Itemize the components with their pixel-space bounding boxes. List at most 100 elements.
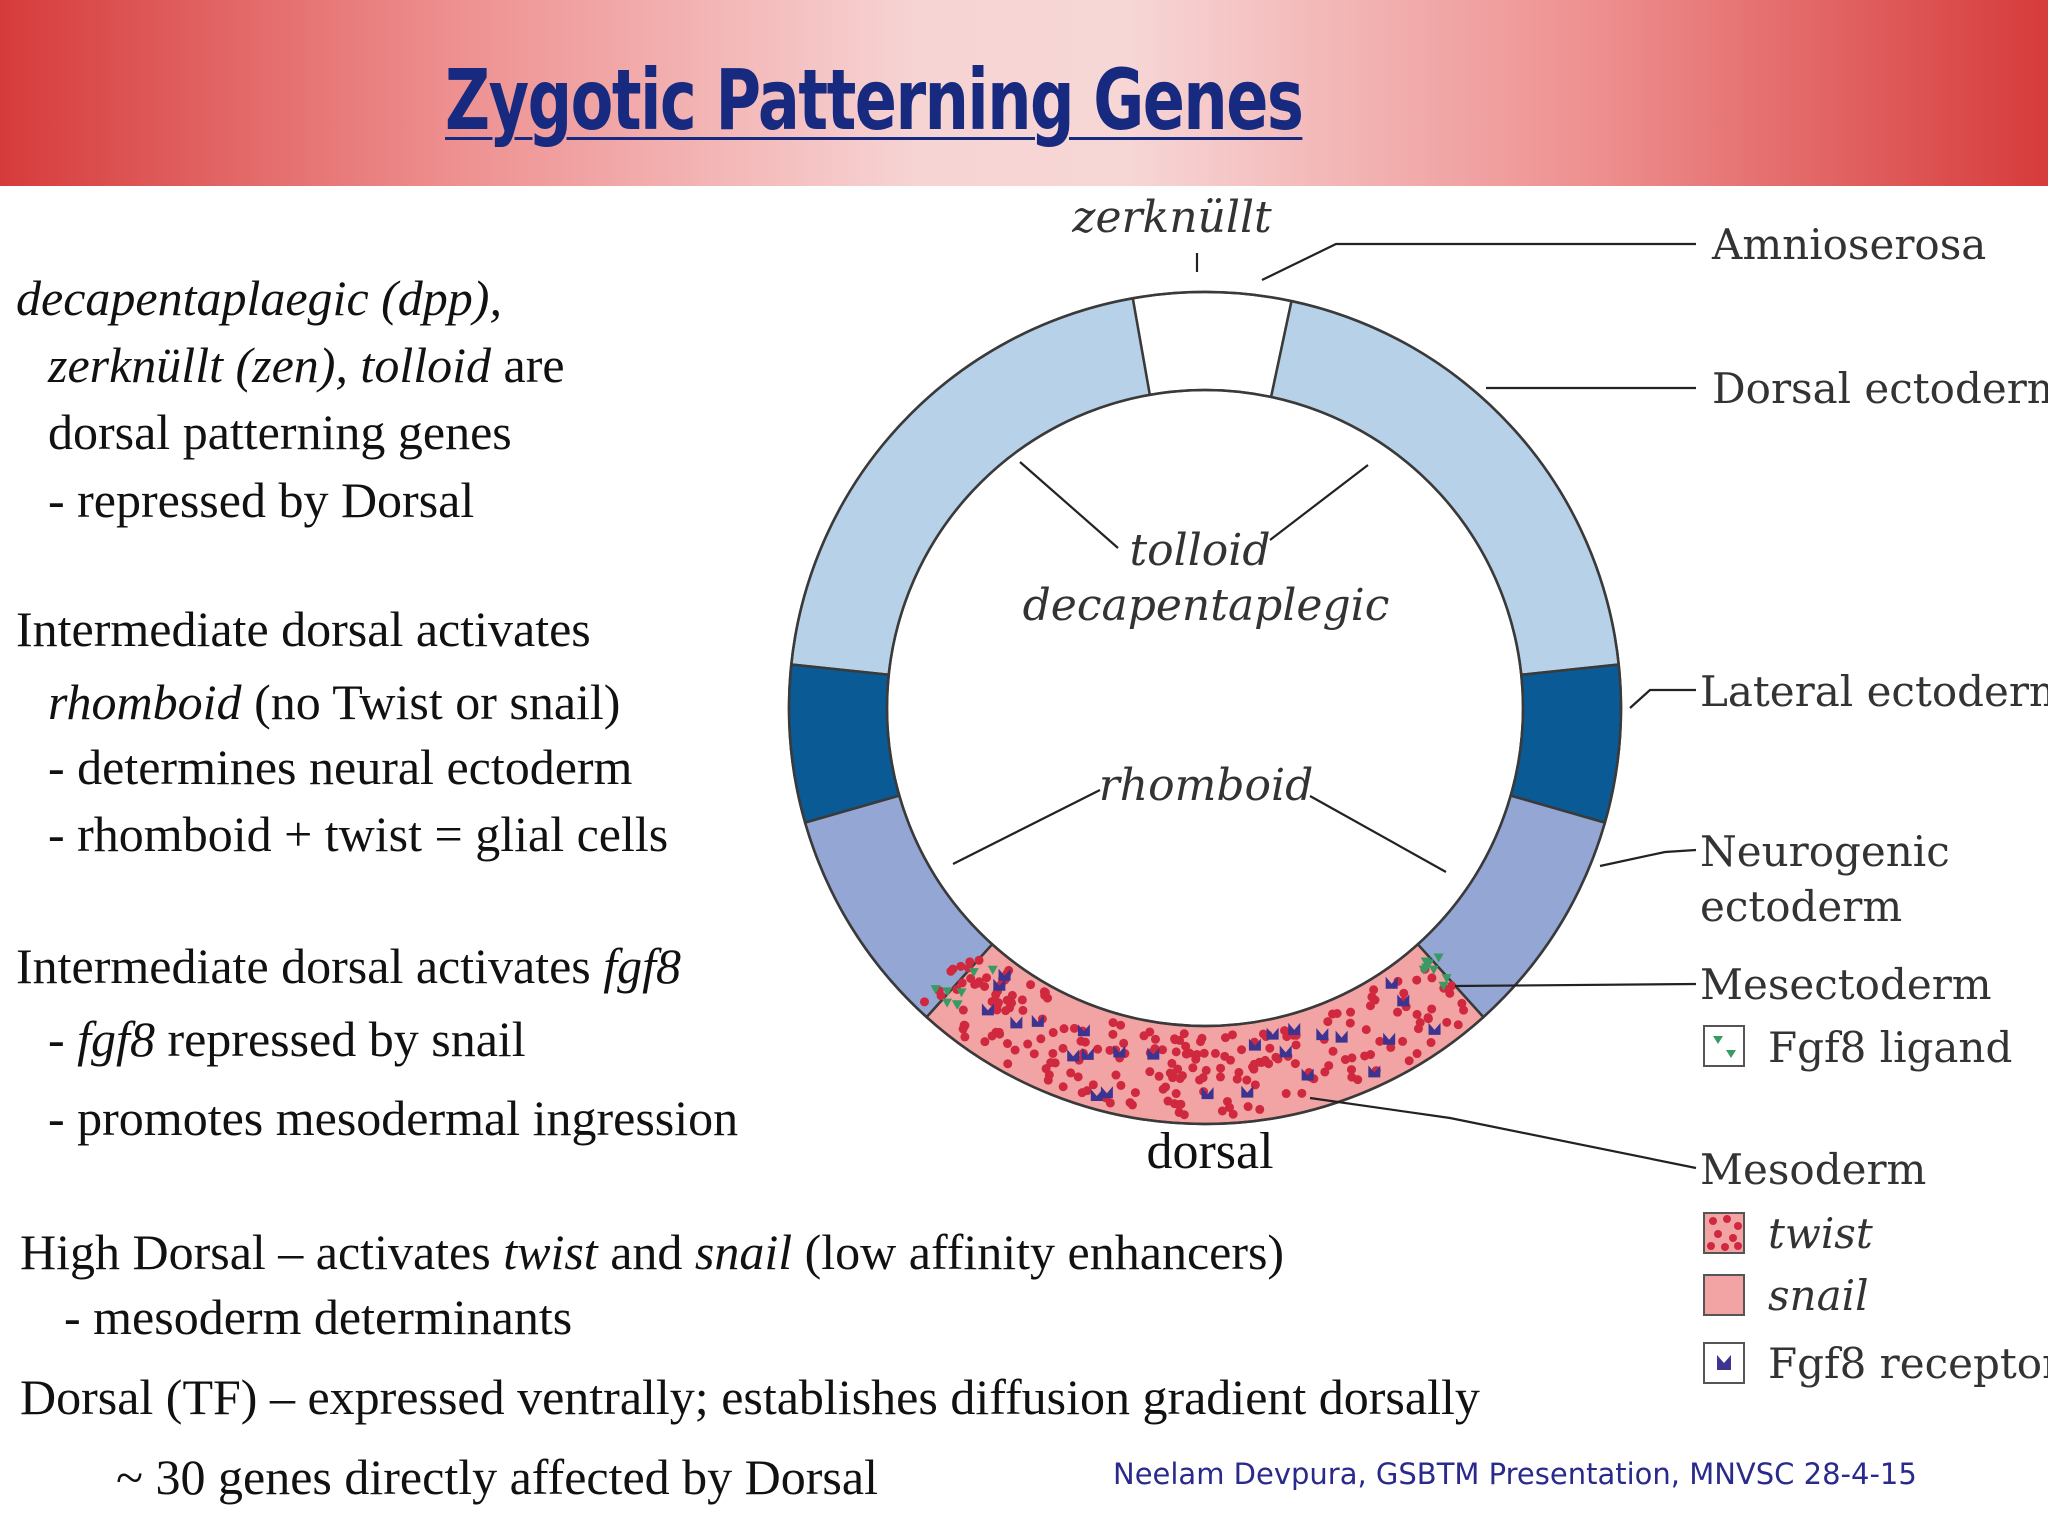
text-line: ~ 30 genes directly affected by Dorsal [116,1449,878,1505]
twist-dot [1220,1051,1230,1061]
twist-dot [1386,1042,1396,1052]
twist-dot [1365,1001,1375,1011]
gene-name-text: snail [694,1224,793,1280]
twist-dot [982,973,992,983]
fgf8-receptor-mark [981,1003,994,1016]
inner-labels: zerknüllt tolloid decapentaplegic rhombo… [1023,192,1390,811]
twist-dot [1168,1073,1178,1083]
fgf8-ligand-mark [1441,974,1452,984]
text-fragment: (no Twist or snail) [241,674,621,730]
fgf8-ligand-mark [952,1000,963,1010]
text-line: dorsal patterning genes [48,404,512,460]
twist-dot [1167,1058,1177,1068]
fgf8-receptor-mark [1090,1089,1103,1102]
fgf8-ligand-mark [1418,965,1429,975]
twist-dot [1116,1080,1126,1090]
text-fragment: are [491,337,565,393]
twist-dot [1427,1004,1437,1014]
footer-credit: Neelam Devpura, GSBTM Presentation, MNVS… [1113,1457,1917,1491]
fgf8-receptor-mark [1248,1038,1261,1051]
twist-dot [1026,980,1036,990]
twist-dot [1145,1067,1155,1077]
twist-dot [948,964,958,974]
tolloid-pointer-right [1269,464,1369,541]
ligand-glyph [1726,1050,1736,1058]
ring-segment-amnioserosa [1131,290,1293,399]
twist-dot [1361,1025,1371,1035]
fgf8-receptor-label: Fgf8 receptor [1768,1339,2048,1388]
twist-dot [1036,1034,1046,1044]
twist-dot [1196,1037,1206,1047]
fgf8-ligand-mark [987,965,998,975]
twist-dot [1198,1073,1208,1083]
twist-dot [1139,1031,1149,1041]
fgf8-receptor-mark [1100,1086,1113,1099]
fgf8-receptor-mark [1201,1087,1214,1100]
twist-dot [1324,1061,1334,1071]
fgf8-ligand-mark [930,985,941,995]
twist-dot [1191,1054,1201,1064]
twist-dot [1427,973,1437,983]
lateral-ectoderm-label: Lateral ectoderm [1700,667,2048,716]
text-fragment: (low affinity enhancers) [792,1224,1285,1280]
twist-dot [1232,1074,1242,1084]
twist-dots [1707,1215,1742,1251]
fgf8-receptor-mark [1316,1028,1329,1041]
twist-dot [1201,1065,1211,1075]
text-fragment: High Dorsal – activates [20,1224,504,1280]
legend-fgf8-ligand: Fgf8 ligand [1703,1023,2012,1072]
twist-dot [1360,1051,1370,1061]
fgf8-ligand-mark [968,968,979,978]
twist-dot [1412,975,1422,985]
fgf8-ligand-mark [942,987,953,997]
text-line: Intermediate dorsal activates [16,601,591,657]
gene-list-text: decapentaplaegic (dpp), [16,270,502,326]
twist-dot [1220,1033,1230,1043]
fgf8-receptor-mark [1428,1022,1441,1035]
region-labels: Amnioserosa Dorsal ectoderm Lateral ecto… [1700,220,2048,1194]
twist-dot [1426,1038,1436,1048]
mesoderm-label: Mesoderm [1700,1145,1926,1194]
twist-dot [991,990,1001,1000]
gene-list-text: zerknüllt (zen), tolloid [48,337,491,393]
twist-dot [1173,1064,1183,1074]
twist-dot [1453,1020,1463,1030]
fgf8-ligand-mark [942,998,953,1008]
mesoderm-pointer [1309,1096,1697,1170]
twist-dot [1181,1049,1191,1059]
twist-dot [994,1027,1004,1037]
twist-dot [1157,1045,1167,1055]
twist-dot [1242,1075,1252,1085]
twist-dot [1393,1007,1403,1017]
text-line: - mesoderm determinants [64,1289,573,1345]
twist-dot [1017,995,1027,1005]
fgf8-receptor-mark [1301,1068,1314,1081]
twist-dot [1215,1072,1225,1082]
outer-outline [787,290,1623,1126]
neurogenic-label-line1: Neurogenic [1700,827,1950,876]
fgf8-receptor-mark [1288,1022,1301,1035]
fgf8-receptor-mark [993,978,1006,991]
text-fragment: - [48,1011,78,1067]
twist-dot [1003,1059,1013,1069]
fgf8-receptor-mark [1383,1032,1396,1045]
snail-label: snail [1768,1271,1869,1320]
neurogenic-pointer [1599,848,1697,868]
twist-dot [1029,1049,1039,1059]
legend-fgf8-receptor: Fgf8 receptor [1703,1339,2048,1388]
twist-dot [1367,992,1377,1002]
text-fragment: and [597,1224,695,1280]
twist-dot [1171,1089,1181,1099]
twist-dot [1291,1040,1301,1050]
twist-dot [1264,1059,1274,1069]
twist-dot [1398,1036,1408,1046]
ring-outline [787,290,1623,1126]
fgf8-ligand-mark [956,988,967,998]
inner-pointer-lines [952,253,1447,873]
snail-swatch [1703,1274,1745,1316]
twist-dot [1258,1029,1268,1039]
twist-dot [1228,1109,1238,1119]
twist-dot [1328,1046,1338,1056]
twist-dot [1415,1018,1425,1028]
twist-dot [1150,1034,1160,1044]
